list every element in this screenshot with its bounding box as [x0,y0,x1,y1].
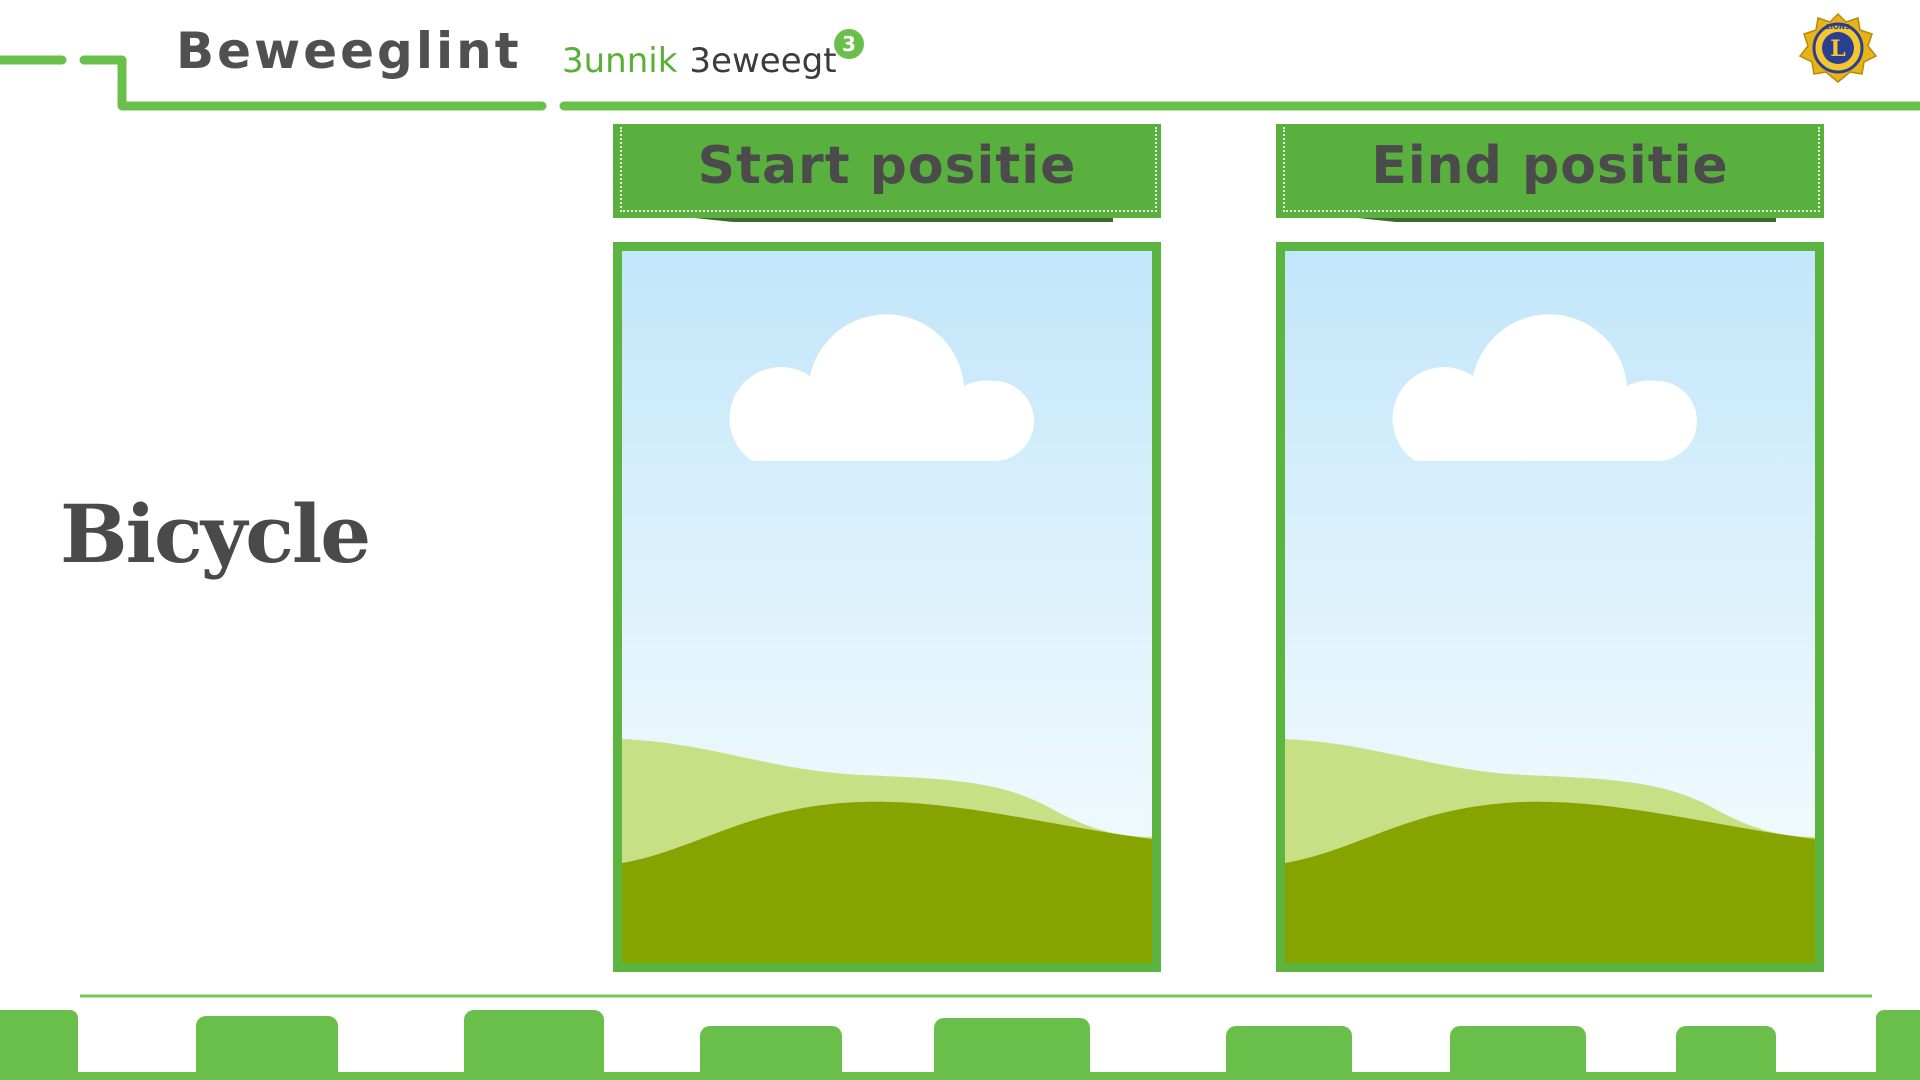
bunnik-word: 3unnik [562,41,678,81]
bunnik-beweegt-badge: 3 [834,29,864,59]
end-position-ribbon: Eind positie [1276,124,1824,222]
start-position-label: Start positie [697,136,1077,196]
hill-front [1285,801,1815,963]
ribbon-stitching [1283,127,1820,212]
lions-logo-text: LIONS [1826,23,1850,31]
image-placeholder-icon [622,314,1152,963]
footer-decoration [0,994,1920,1080]
ribbon-bar [1276,124,1824,218]
ribbon-bar [613,124,1161,218]
hill-front [622,801,1152,963]
start-position-image-placeholder[interactable] [613,242,1161,972]
image-placeholder-icon [1285,314,1815,963]
header-lines [0,55,1920,111]
slide-title: Bicycle [60,487,371,581]
end-position-image-placeholder[interactable] [1276,242,1824,972]
cloud-shape [1392,314,1697,461]
lions-club-logo-icon: L LIONS [1798,12,1878,83]
end-position-label: Eind positie [1371,136,1729,196]
beweegt-word: 3eweegt [689,41,837,81]
cloud-shape [729,314,1034,461]
start-position-ribbon: Start positie [613,124,1161,222]
beweeglint-logo-text: Beweeglint [176,22,522,80]
bunnik-beweegt-logo-text: 3unnik 3eweegt [562,44,837,78]
ribbon-stitching [620,127,1157,212]
svg-text:L: L [1830,36,1845,62]
